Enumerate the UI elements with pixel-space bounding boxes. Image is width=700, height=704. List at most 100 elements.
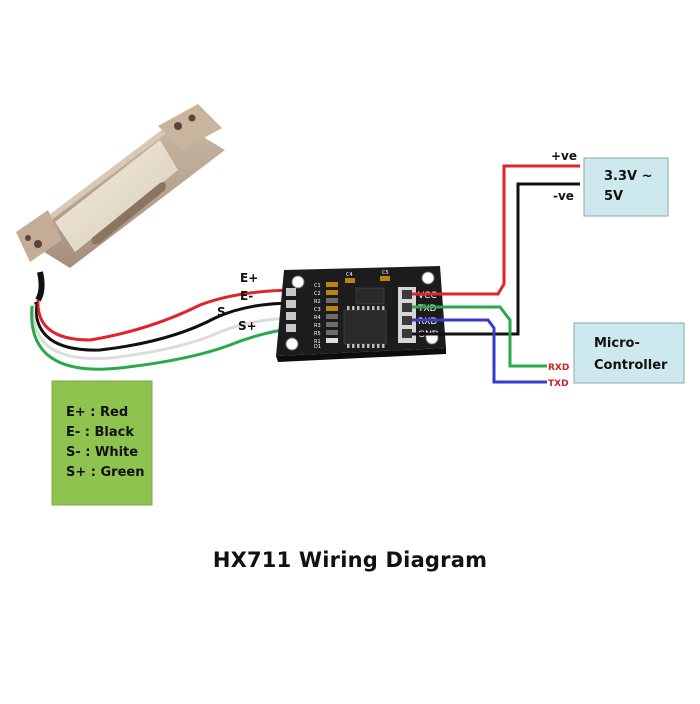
component bbox=[326, 338, 338, 343]
diagram-title: HX711 Wiring Diagram bbox=[212, 548, 488, 572]
ic-pin bbox=[352, 306, 355, 310]
wire-s-plus bbox=[30, 305, 297, 371]
bolt-hole bbox=[188, 114, 196, 122]
mounting-hole bbox=[285, 337, 299, 351]
ic-pin bbox=[377, 344, 380, 348]
ic-pin bbox=[357, 344, 360, 348]
ic-pin bbox=[367, 306, 370, 310]
header-pin bbox=[402, 316, 412, 325]
power-supply-box bbox=[583, 157, 669, 217]
microcontroller-label-line1: Micro- bbox=[594, 336, 640, 351]
silk-label: R2 bbox=[314, 299, 321, 305]
wire-rxd bbox=[412, 318, 547, 384]
module-board-edge bbox=[276, 348, 446, 362]
power-supply-label-line1: 3.3V ~ bbox=[604, 169, 653, 184]
wire-e-minus bbox=[34, 301, 301, 352]
wire-label-e-plus: E+ bbox=[240, 271, 258, 285]
beam-slot bbox=[91, 182, 166, 245]
pad-s-plus bbox=[286, 324, 296, 332]
pad-e-plus bbox=[286, 288, 296, 296]
ic-pin bbox=[372, 344, 375, 348]
power-supply: 3.3V ~ 5V +ve -ve bbox=[551, 149, 669, 217]
load-cell-top bbox=[20, 108, 200, 237]
bolt-hole bbox=[34, 240, 42, 248]
silk-label: C3 bbox=[314, 307, 321, 313]
silk-label: C5 bbox=[382, 270, 389, 276]
microcontroller: Micro- Controller RXD TXD bbox=[548, 322, 685, 389]
power-supply-label-line2: 5V bbox=[604, 189, 623, 204]
load-cell-end-right bbox=[158, 104, 222, 150]
header-pins bbox=[398, 287, 416, 343]
negative-terminal-label: -ve bbox=[553, 189, 574, 203]
load-cell-end-left bbox=[16, 210, 62, 262]
wire-txd bbox=[412, 305, 547, 368]
cable-sheath bbox=[35, 271, 45, 302]
ic-pin bbox=[382, 306, 385, 310]
pin-label-vcc: VCC bbox=[418, 291, 437, 301]
component bbox=[326, 322, 338, 327]
silk-label: R4 bbox=[314, 315, 321, 321]
mounting-hole bbox=[291, 275, 305, 289]
load-cell-wires bbox=[30, 288, 301, 371]
ic-pin bbox=[367, 344, 370, 348]
component bbox=[326, 282, 338, 287]
wire-color-legend: E+ : Red E- : Black S- : White S+ : Gree… bbox=[51, 380, 153, 506]
input-pads bbox=[286, 288, 296, 332]
pad-e-minus bbox=[286, 300, 296, 308]
silk-label: C4 bbox=[346, 272, 353, 278]
wire-vcc bbox=[412, 164, 580, 296]
micro-rxd-label: RXD bbox=[548, 363, 569, 373]
load-cell bbox=[16, 104, 225, 302]
legend-item-s-plus: S+ : Green bbox=[66, 465, 144, 480]
ic-body bbox=[343, 309, 387, 345]
header-pin bbox=[402, 290, 412, 299]
wire-label-s-plus: S+ bbox=[238, 319, 257, 333]
component bbox=[326, 330, 338, 335]
hx711-module: C1 C2 R2 C3 R4 R3 R5 R1 C4 C5 D1 VCC bbox=[276, 266, 446, 362]
wire-gnd bbox=[412, 182, 580, 336]
output-wires bbox=[412, 164, 580, 384]
ic-pin bbox=[377, 306, 380, 310]
silk-label: R3 bbox=[314, 323, 321, 329]
wire-e-plus bbox=[36, 288, 301, 342]
ic-pin bbox=[347, 344, 350, 348]
ic-top bbox=[355, 287, 385, 305]
microcontroller-label-line2: Controller bbox=[594, 358, 668, 373]
silk-label: R5 bbox=[314, 331, 321, 337]
ic-pin bbox=[382, 344, 385, 348]
positive-terminal-label: +ve bbox=[551, 149, 577, 163]
ic-pin bbox=[372, 306, 375, 310]
component bbox=[326, 290, 338, 295]
wire-s-minus bbox=[32, 303, 301, 361]
ic-pins bbox=[347, 306, 385, 348]
component-silkscreen: C1 C2 R2 C3 R4 R3 R5 R1 C4 C5 D1 bbox=[314, 270, 389, 350]
silk-label: R1 bbox=[314, 339, 321, 345]
pad-s-minus bbox=[286, 312, 296, 320]
ic-pin bbox=[357, 306, 360, 310]
strain-gauge-cover bbox=[55, 140, 178, 252]
component bbox=[345, 278, 355, 283]
wire-label-e-minus: E- bbox=[240, 289, 253, 303]
smd-components bbox=[326, 276, 390, 343]
ic-pin bbox=[362, 306, 365, 310]
ic-pin bbox=[362, 344, 365, 348]
wire-label-s-minus: S- bbox=[217, 305, 231, 319]
component bbox=[326, 306, 338, 311]
silk-label: C2 bbox=[314, 291, 321, 297]
legend-box bbox=[51, 380, 153, 506]
silk-label: D1 bbox=[314, 344, 321, 350]
mounting-hole bbox=[421, 271, 435, 285]
ic-pin bbox=[347, 306, 350, 310]
bolt-hole bbox=[25, 235, 31, 241]
pin-label-txd: TXD bbox=[417, 304, 437, 314]
pin-label-rxd: RXD bbox=[418, 317, 437, 327]
header-pin bbox=[402, 303, 412, 312]
component bbox=[326, 314, 338, 319]
micro-txd-label: TXD bbox=[548, 379, 569, 389]
component bbox=[380, 276, 390, 281]
hx711-chip bbox=[343, 287, 387, 345]
bolt-hole bbox=[174, 122, 182, 130]
header-pin bbox=[402, 329, 412, 338]
